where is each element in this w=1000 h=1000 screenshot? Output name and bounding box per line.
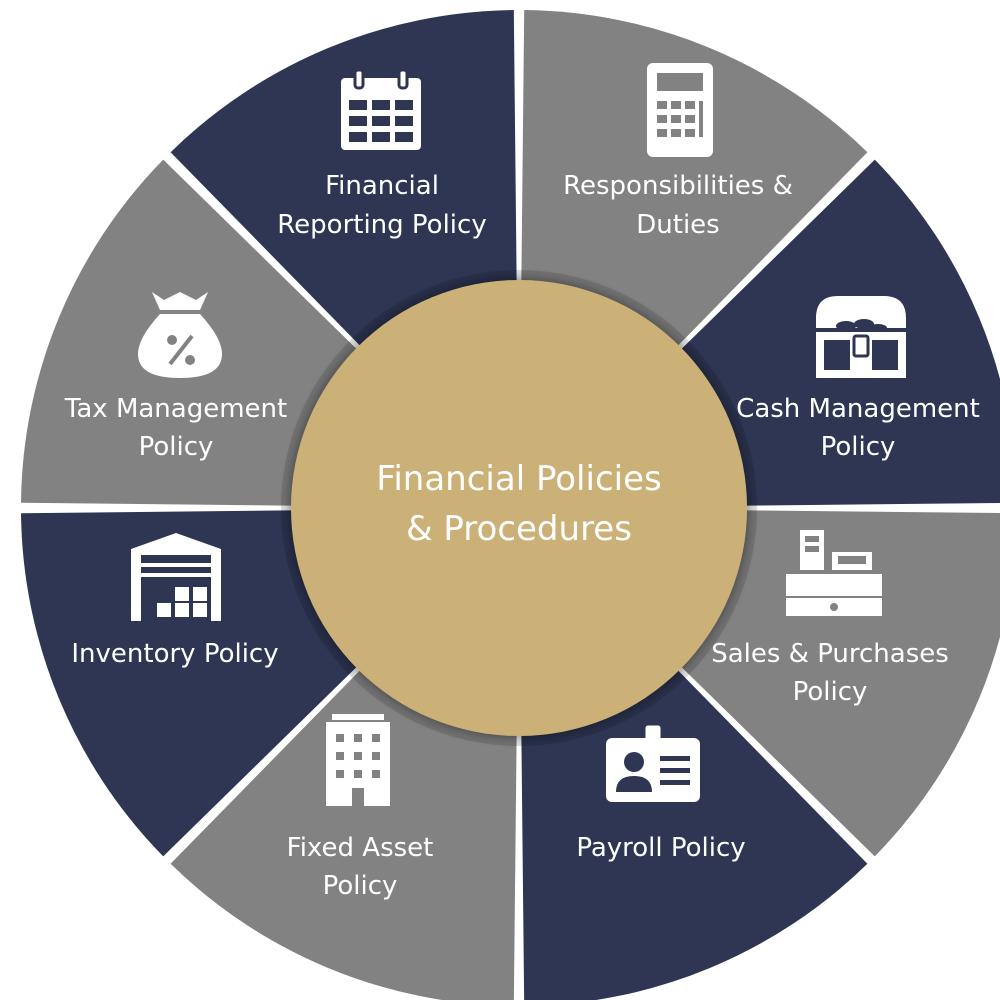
segment-label-line2: Policy xyxy=(323,871,398,901)
treasure-chest-icon xyxy=(816,296,906,378)
segment-financial-reporting-policy: Financial Reporting Policy xyxy=(277,68,487,240)
segment-sales-purchases-policy: Sales & Purchases Policy xyxy=(711,530,949,707)
warehouse-icon xyxy=(131,533,221,621)
calculator-icon xyxy=(647,63,713,157)
segment-label-line2: Policy xyxy=(793,677,868,707)
segment-label-line1: Tax Management xyxy=(64,394,287,424)
center-title-line2: & Procedures xyxy=(406,509,632,549)
segment-responsibilities-duties: Responsibilities & Duties xyxy=(563,63,793,240)
segment-inventory-policy: Inventory Policy xyxy=(71,533,279,669)
segment-label-line2: Reporting Policy xyxy=(277,210,486,240)
segment-payroll-policy: Payroll Policy xyxy=(576,722,746,863)
cash-register-icon xyxy=(786,530,882,616)
segment-label-line1: Responsibilities & xyxy=(563,171,793,201)
building-icon xyxy=(326,714,390,806)
segment-label-line1: Payroll Policy xyxy=(576,833,745,863)
calendar-icon xyxy=(341,68,421,150)
segment-label-line1: Cash Management xyxy=(736,394,980,424)
segment-label-line1: Fixed Asset xyxy=(287,833,434,863)
center-title-line1: Financial Policies xyxy=(376,459,661,499)
segment-label-line1: Inventory Policy xyxy=(71,639,278,669)
center-circle xyxy=(291,280,747,736)
segment-cash-management-policy: Cash Management Policy xyxy=(736,296,980,462)
segment-label-line1: Sales & Purchases xyxy=(711,639,949,669)
segment-label-line2: Duties xyxy=(636,210,719,240)
segment-label-line2: Policy xyxy=(139,432,214,462)
segment-label-line1: Financial xyxy=(325,171,439,201)
money-bag-percent-icon xyxy=(138,292,222,378)
id-badge-icon xyxy=(606,722,700,802)
segment-fixed-asset-policy: Fixed Asset Policy xyxy=(287,714,434,901)
segment-tax-management-policy: Tax Management Policy xyxy=(64,292,287,462)
segment-label-line2: Policy xyxy=(821,432,896,462)
